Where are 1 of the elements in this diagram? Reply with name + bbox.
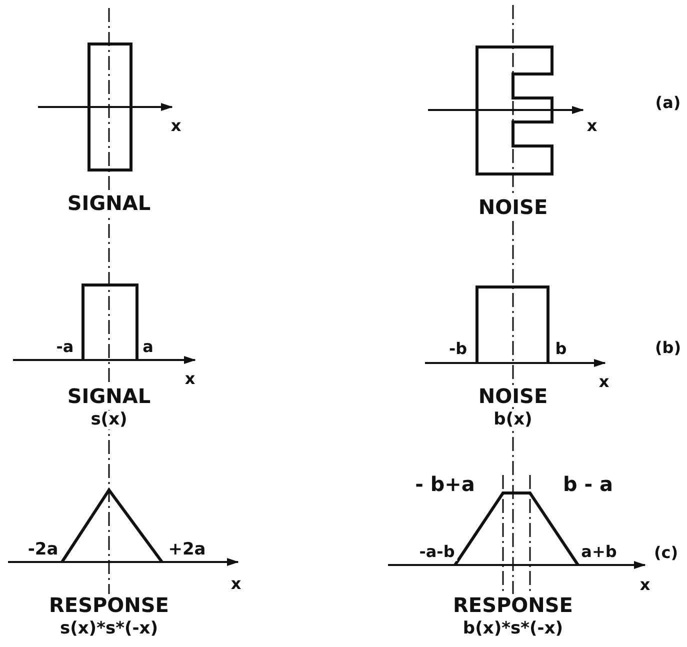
tick-label: -a-b [417, 543, 457, 561]
